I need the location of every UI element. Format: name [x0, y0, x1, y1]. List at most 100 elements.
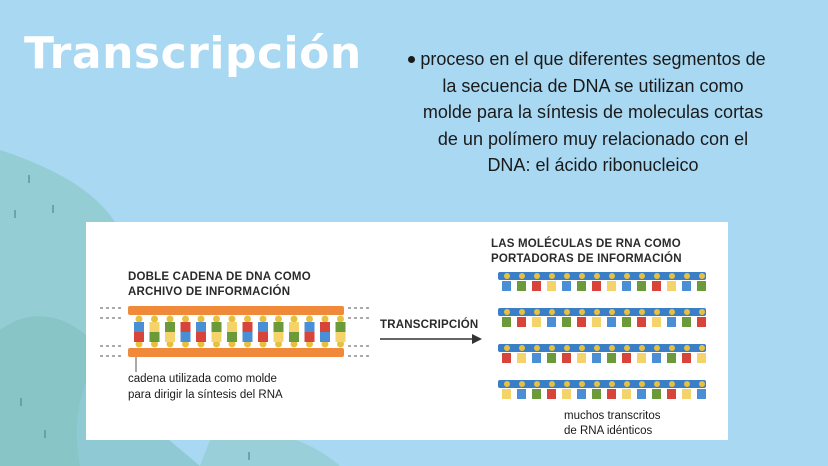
rna-base	[682, 389, 691, 399]
rna-sugar	[579, 381, 585, 387]
dna-base	[242, 322, 253, 332]
rna-base	[637, 317, 646, 327]
rna-sugar	[609, 273, 615, 279]
rna-sugar	[669, 273, 675, 279]
dna-sugar	[135, 340, 143, 348]
rna-sugar	[654, 309, 660, 315]
rna-base	[622, 281, 631, 291]
dna-base	[289, 332, 299, 342]
rna-sugar	[519, 273, 525, 279]
dna-sugar	[321, 340, 329, 348]
dna-sugar	[166, 315, 174, 323]
rna-sugar	[534, 381, 540, 387]
transcription-arrow-head	[472, 334, 482, 344]
dna-base	[180, 322, 191, 332]
rna-sugar	[504, 345, 510, 351]
rna-sugar	[504, 273, 510, 279]
rna-sugar	[549, 273, 555, 279]
dna-base	[242, 332, 253, 342]
rna-sugar	[504, 381, 510, 387]
rna-base	[667, 353, 676, 363]
rna-base	[652, 389, 661, 399]
dna-sugar	[321, 315, 329, 323]
rna-base	[517, 317, 526, 327]
rna-base	[697, 317, 706, 327]
dna-sugar	[290, 340, 298, 348]
dna-sugar	[182, 315, 189, 323]
arrow-label: TRANSCRIPCIÓN	[380, 318, 478, 331]
rna-base	[547, 389, 556, 399]
dna-sugar	[228, 340, 236, 348]
rna-sugar	[624, 381, 630, 387]
rna-sugar	[684, 345, 690, 351]
bullet-point-icon	[408, 56, 415, 63]
rna-base	[622, 317, 631, 327]
rna-sugar	[654, 345, 660, 351]
dna-base	[134, 332, 144, 342]
rna-base	[682, 317, 691, 327]
rna-base	[697, 281, 706, 291]
rna-sugar	[609, 381, 615, 387]
rna-base	[607, 281, 616, 291]
rna-base	[682, 353, 691, 363]
rna-sugar	[639, 273, 645, 279]
rna-sugar	[519, 381, 525, 387]
dna-base	[320, 322, 330, 332]
dna-sugar	[275, 315, 282, 323]
rna-base	[697, 353, 706, 363]
dna-top-strand	[128, 306, 344, 315]
rna-sugar	[684, 273, 690, 279]
dna-sugar	[228, 315, 236, 323]
dna-sugar	[135, 315, 143, 323]
dna-base	[196, 322, 206, 332]
template-caption-line2: para dirigir la síntesis del RNA	[128, 389, 283, 401]
rna-base	[682, 281, 691, 291]
rna-base	[592, 389, 601, 399]
rna-base	[532, 281, 541, 291]
dna-base	[211, 322, 222, 332]
dna-sugar	[290, 315, 298, 323]
rna-sugar	[699, 309, 705, 315]
dna-sugar	[306, 315, 313, 323]
rna-base	[547, 281, 556, 291]
rna-base	[502, 389, 511, 399]
rna-sugar	[549, 309, 555, 315]
rna-base	[502, 317, 511, 327]
dna-bottom-strand	[128, 348, 344, 357]
rna-base	[607, 353, 616, 363]
rna-sugar	[624, 345, 630, 351]
bullet-text: proceso en el que diferentes segmentos d…	[420, 49, 766, 175]
rna-base	[592, 281, 601, 291]
rna-base	[532, 389, 541, 399]
dna-sugar	[213, 340, 220, 348]
dna-sugar	[151, 340, 158, 348]
rna-base	[637, 281, 646, 291]
rna-base	[577, 389, 586, 399]
rna-sugar	[564, 309, 570, 315]
diagram-canvas: DOBLE CADENA DE DNA COMO ARCHIVO DE INFO…	[100, 237, 706, 437]
dna-sugar	[337, 340, 344, 348]
rna-sugar	[519, 345, 525, 351]
rna-base	[622, 353, 631, 363]
rna-base	[517, 389, 526, 399]
dna-sugar	[213, 315, 220, 323]
dna-base	[289, 322, 299, 332]
dna-sugar	[337, 315, 344, 323]
dna-label-line2: ARCHIVO DE INFORMACIÓN	[128, 285, 290, 298]
rna-base	[577, 317, 586, 327]
rna-base	[532, 317, 541, 327]
rna-sugar	[609, 345, 615, 351]
rna-base	[592, 317, 601, 327]
rna-sugar	[549, 381, 555, 387]
dna-sugar	[259, 315, 267, 323]
rna-sugar	[579, 309, 585, 315]
rna-sugar	[684, 309, 690, 315]
rna-base	[667, 389, 676, 399]
dna-base	[180, 332, 191, 342]
dna-base	[196, 332, 206, 342]
dna-sugar	[197, 315, 205, 323]
dna-base	[335, 322, 346, 332]
rna-sugar	[654, 273, 660, 279]
rna-sugar	[669, 345, 675, 351]
rna-label-line1: LAS MOLÉCULAS DE RNA COMO	[491, 237, 681, 250]
